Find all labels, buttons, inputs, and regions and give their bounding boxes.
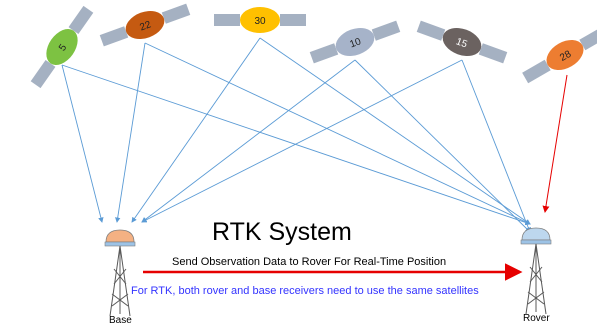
signal-line-10-to-rover [354,59,531,233]
same-satellites-note: For RTK, both rover and base receivers n… [131,285,479,297]
signal-line-30-to-base [131,37,261,223]
solar-panel-icon [68,5,94,35]
tripod-icon [525,243,547,315]
base-label: Base [109,315,132,326]
signal-lines [61,37,568,233]
data-link-caption: Send Observation Data to Rover For Real-… [172,256,447,268]
satellite-30: 30 [214,7,306,33]
solar-panel-icon [161,3,191,24]
signal-line-28-to-rover [542,74,568,213]
solar-panel-icon [280,14,306,26]
satellite-body-icon [240,7,280,33]
solar-panel-icon [309,43,339,64]
satellite-prn-label: 28 [558,49,574,64]
satellite-28: 28 [522,26,597,84]
signal-line-15-to-base [141,59,463,223]
tripod-icon [109,245,131,317]
satellite-body-icon [442,27,482,57]
signal-line-22-to-rover [144,42,531,225]
satellite-body-icon [46,28,78,66]
satellite-body-icon [546,39,584,71]
satellite-prn-label: 22 [138,19,153,33]
satellites: 5 22 30 10 15 28 [30,3,597,89]
rover-label: Rover [523,313,550,324]
satellite-22: 22 [99,3,191,47]
solar-panel-icon [30,59,56,89]
antenna-base-plate [520,239,552,245]
solar-panel-icon [99,26,129,47]
base-receiver [104,229,136,317]
signal-line-10-to-base [141,59,356,223]
satellite-prn-label: 10 [348,36,363,50]
solar-panel-icon [371,20,401,41]
satellite-15: 15 [416,20,508,64]
satellite-prn-label: 5 [57,42,69,53]
signal-line-5-to-base [61,64,104,223]
solar-panel-icon [478,43,508,64]
satellite-prn-label: 30 [254,16,266,27]
receivers [104,227,552,317]
diagram-title: RTK System [212,218,352,246]
solar-panel-icon [579,26,597,51]
satellite-body-icon [125,10,165,40]
satellite-5: 5 [30,5,94,89]
satellite-10: 10 [309,20,401,64]
satellite-body-icon [335,27,375,57]
signal-line-22-to-base [115,42,146,223]
signal-line-15-to-rover [461,59,531,233]
signal-line-30-to-rover [259,37,531,225]
satellite-prn-label: 15 [454,36,469,50]
solar-panel-icon [522,59,551,84]
solar-panel-icon [214,14,240,26]
rover-receiver [520,227,552,315]
antenna-dome-icon [521,227,551,241]
antenna-base-plate [104,241,136,247]
solar-panel-icon [416,20,446,41]
antenna-dome-icon [105,229,135,243]
